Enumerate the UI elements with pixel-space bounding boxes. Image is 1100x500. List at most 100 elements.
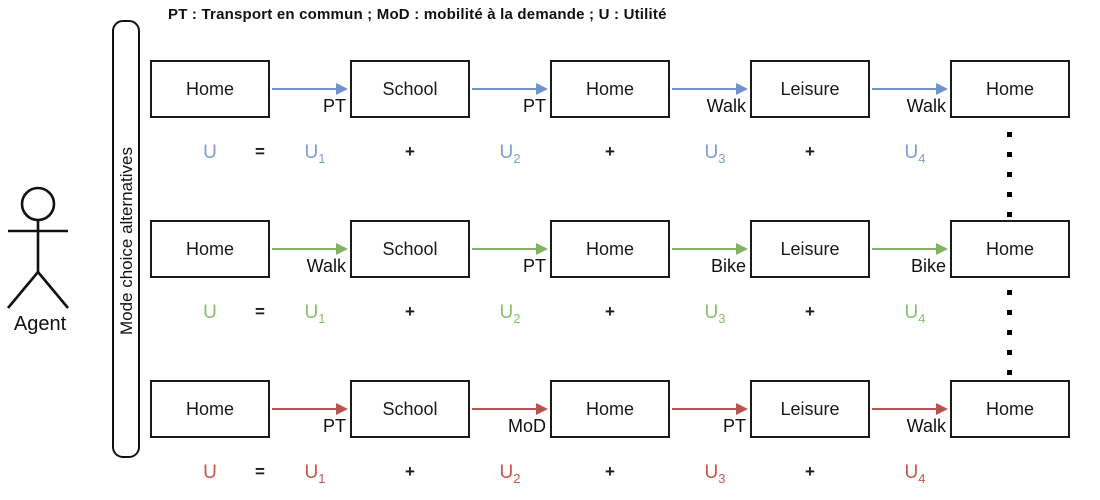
transition-mode-label: Walk bbox=[906, 416, 946, 436]
equation-utility-term: U4 bbox=[904, 302, 926, 326]
equation-utility-term: U3 bbox=[704, 462, 726, 486]
arrow-head-icon bbox=[336, 83, 348, 95]
equation-subscript: 2 bbox=[513, 150, 521, 166]
transition-arrow-alternative-3 bbox=[872, 403, 948, 415]
equation-operator: + bbox=[805, 462, 815, 481]
equation-operator: = bbox=[255, 142, 265, 161]
activity-box-home-alternative-3: Home bbox=[550, 380, 670, 438]
equation-operator: + bbox=[605, 142, 615, 161]
transition-mode-label: MoD bbox=[507, 416, 546, 436]
equation-operator: + bbox=[405, 142, 415, 161]
equation-operator: + bbox=[605, 302, 615, 321]
agent-stick-figure-icon bbox=[7, 186, 69, 309]
activity-box-home-alternative-1: Home bbox=[150, 60, 270, 118]
mode-choice-alternatives-bar: Mode choice alternatives bbox=[112, 20, 140, 458]
equation-utility-term: U4 bbox=[904, 462, 926, 486]
equation-utility-term: U1 bbox=[304, 142, 326, 166]
arrow-head-icon bbox=[336, 403, 348, 415]
transition-mode-label: PT bbox=[722, 416, 746, 436]
arrow-head-icon bbox=[336, 243, 348, 255]
equation-operator: + bbox=[405, 302, 415, 321]
activity-box-school-alternative-3: School bbox=[350, 380, 470, 438]
legend-title: PT : Transport en commun ; MoD : mobilit… bbox=[168, 6, 667, 23]
transition-arrow-alternative-3 bbox=[672, 403, 748, 415]
activity-box-home-alternative-1: Home bbox=[950, 60, 1070, 118]
equation-utility-term: U bbox=[203, 302, 217, 323]
equation-subscript: 1 bbox=[318, 150, 326, 166]
transition-mode-label: Walk bbox=[706, 96, 746, 116]
arrow-shaft bbox=[472, 408, 537, 411]
equation-operator: + bbox=[805, 142, 815, 161]
arrow-head-icon bbox=[736, 403, 748, 415]
equation-utility-term: U2 bbox=[499, 302, 521, 326]
arrow-head-icon bbox=[736, 243, 748, 255]
equation-utility-term: U3 bbox=[704, 302, 726, 326]
arrow-shaft bbox=[872, 248, 937, 251]
transition-arrow-alternative-1 bbox=[472, 83, 548, 95]
activity-box-home-alternative-1: Home bbox=[550, 60, 670, 118]
transition-arrow-alternative-2 bbox=[872, 243, 948, 255]
transition-arrow-alternative-3 bbox=[472, 403, 548, 415]
arrow-shaft bbox=[472, 88, 537, 91]
equation-operator: = bbox=[255, 302, 265, 321]
arrow-head-icon bbox=[536, 243, 548, 255]
equation-subscript: 4 bbox=[918, 470, 926, 486]
equation-operator: + bbox=[405, 462, 415, 481]
arrow-head-icon bbox=[936, 83, 948, 95]
transition-arrow-alternative-2 bbox=[472, 243, 548, 255]
equation-subscript: 2 bbox=[513, 470, 521, 486]
ellipsis-connector-bottom bbox=[1007, 290, 1012, 378]
equation-utility-term: U1 bbox=[304, 462, 326, 486]
arrow-head-icon bbox=[536, 403, 548, 415]
activity-box-leisure-alternative-1: Leisure bbox=[750, 60, 870, 118]
equation-utility-term: U1 bbox=[304, 302, 326, 326]
arrow-shaft bbox=[872, 408, 937, 411]
arrow-head-icon bbox=[936, 243, 948, 255]
equation-subscript: 1 bbox=[318, 310, 326, 326]
equation-utility-term: U3 bbox=[704, 142, 726, 166]
equation-utility-term: U4 bbox=[904, 142, 926, 166]
transition-mode-label: PT bbox=[522, 256, 546, 276]
equation-subscript: 3 bbox=[718, 150, 726, 166]
transition-mode-label: PT bbox=[322, 416, 346, 436]
transition-mode-label: PT bbox=[322, 96, 346, 116]
equation-operator: = bbox=[255, 462, 265, 481]
arrow-shaft bbox=[472, 248, 537, 251]
transition-mode-label: Bike bbox=[910, 256, 946, 276]
equation-utility-term: U bbox=[203, 462, 217, 483]
activity-box-home-alternative-2: Home bbox=[950, 220, 1070, 278]
mode-choice-alternatives-label: Mode choice alternatives bbox=[117, 146, 136, 336]
transition-mode-label: Walk bbox=[306, 256, 346, 276]
equation-subscript: 3 bbox=[718, 310, 726, 326]
transition-mode-label: Bike bbox=[710, 256, 746, 276]
transition-arrow-alternative-2 bbox=[672, 243, 748, 255]
agent-label: Agent bbox=[13, 313, 67, 335]
activity-box-home-alternative-3: Home bbox=[150, 380, 270, 438]
arrow-shaft bbox=[272, 88, 337, 91]
equation-utility-term: U bbox=[203, 142, 217, 163]
activity-box-school-alternative-2: School bbox=[350, 220, 470, 278]
transition-arrow-alternative-1 bbox=[872, 83, 948, 95]
transition-mode-label: PT bbox=[522, 96, 546, 116]
arrow-shaft bbox=[672, 248, 737, 251]
equation-operator: + bbox=[805, 302, 815, 321]
activity-box-home-alternative-2: Home bbox=[550, 220, 670, 278]
equation-subscript: 3 bbox=[718, 470, 726, 486]
activity-box-home-alternative-2: Home bbox=[150, 220, 270, 278]
transition-arrow-alternative-1 bbox=[272, 83, 348, 95]
equation-operator: + bbox=[605, 462, 615, 481]
transition-arrow-alternative-2 bbox=[272, 243, 348, 255]
equation-subscript: 4 bbox=[918, 310, 926, 326]
arrow-shaft bbox=[672, 88, 737, 91]
arrow-shaft bbox=[272, 408, 337, 411]
equation-subscript: 2 bbox=[513, 310, 521, 326]
arrow-shaft bbox=[672, 408, 737, 411]
equation-subscript: 1 bbox=[318, 470, 326, 486]
activity-box-school-alternative-1: School bbox=[350, 60, 470, 118]
equation-subscript: 4 bbox=[918, 150, 926, 166]
arrow-head-icon bbox=[936, 403, 948, 415]
activity-box-home-alternative-3: Home bbox=[950, 380, 1070, 438]
arrow-shaft bbox=[272, 248, 337, 251]
transition-arrow-alternative-1 bbox=[672, 83, 748, 95]
